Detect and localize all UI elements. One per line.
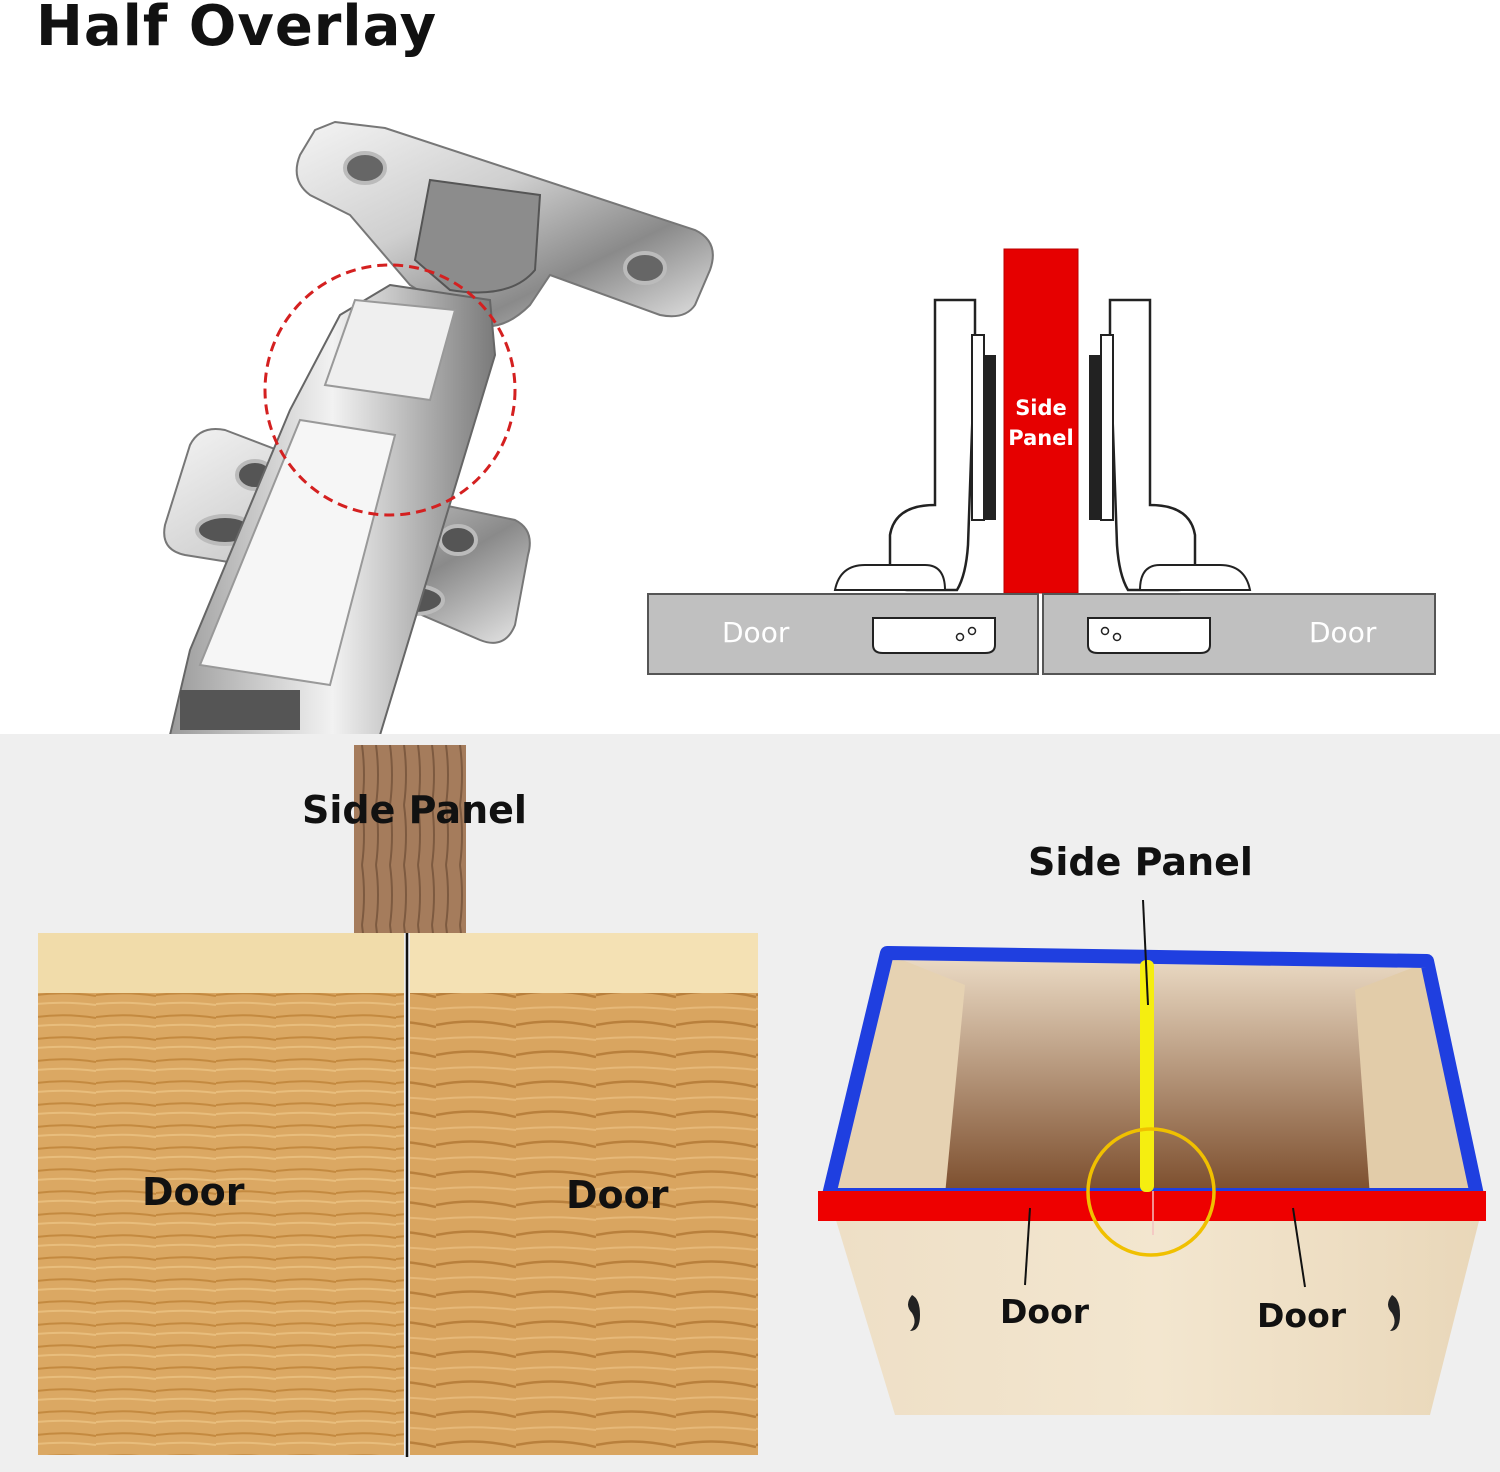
page-title: Half Overlay: [36, 0, 438, 59]
highlight-circle: [263, 263, 517, 517]
wood-side-panel: [354, 745, 466, 933]
left-door-label: Door: [722, 616, 790, 649]
side-panel-label: Side Panel: [1004, 393, 1078, 453]
cabinet-left-door-label: Door: [1000, 1292, 1090, 1331]
cabinet-red-doors: [818, 1191, 1486, 1221]
cabinet-diagram: [818, 899, 1486, 1415]
hinge-photo: [163, 120, 714, 735]
cabinet-side-panel-label: Side Panel: [1028, 840, 1253, 884]
wood-right-door-label: Door: [566, 1173, 669, 1217]
hinge-diagram: [647, 248, 1436, 675]
wood-left-door: [38, 993, 404, 1455]
cabinet-yellow-side-panel: [1140, 960, 1154, 1192]
right-door-label: Door: [1309, 616, 1377, 649]
side-panel-label-line1: Side: [1015, 396, 1067, 420]
side-panel-red: [1003, 248, 1079, 594]
highlight-circle-yellow: [1086, 1127, 1216, 1257]
left-handle-icon: [908, 1295, 920, 1331]
wood-right-door: [410, 993, 758, 1455]
wood-left-door-label: Door: [142, 1170, 245, 1214]
wood-side-panel-label: Side Panel: [302, 788, 527, 832]
cabinet-right-door-label: Door: [1257, 1296, 1347, 1335]
right-handle-icon: [1388, 1295, 1400, 1331]
wood-doors-diagram: [38, 745, 758, 1457]
side-panel-label-line2: Panel: [1008, 426, 1074, 450]
